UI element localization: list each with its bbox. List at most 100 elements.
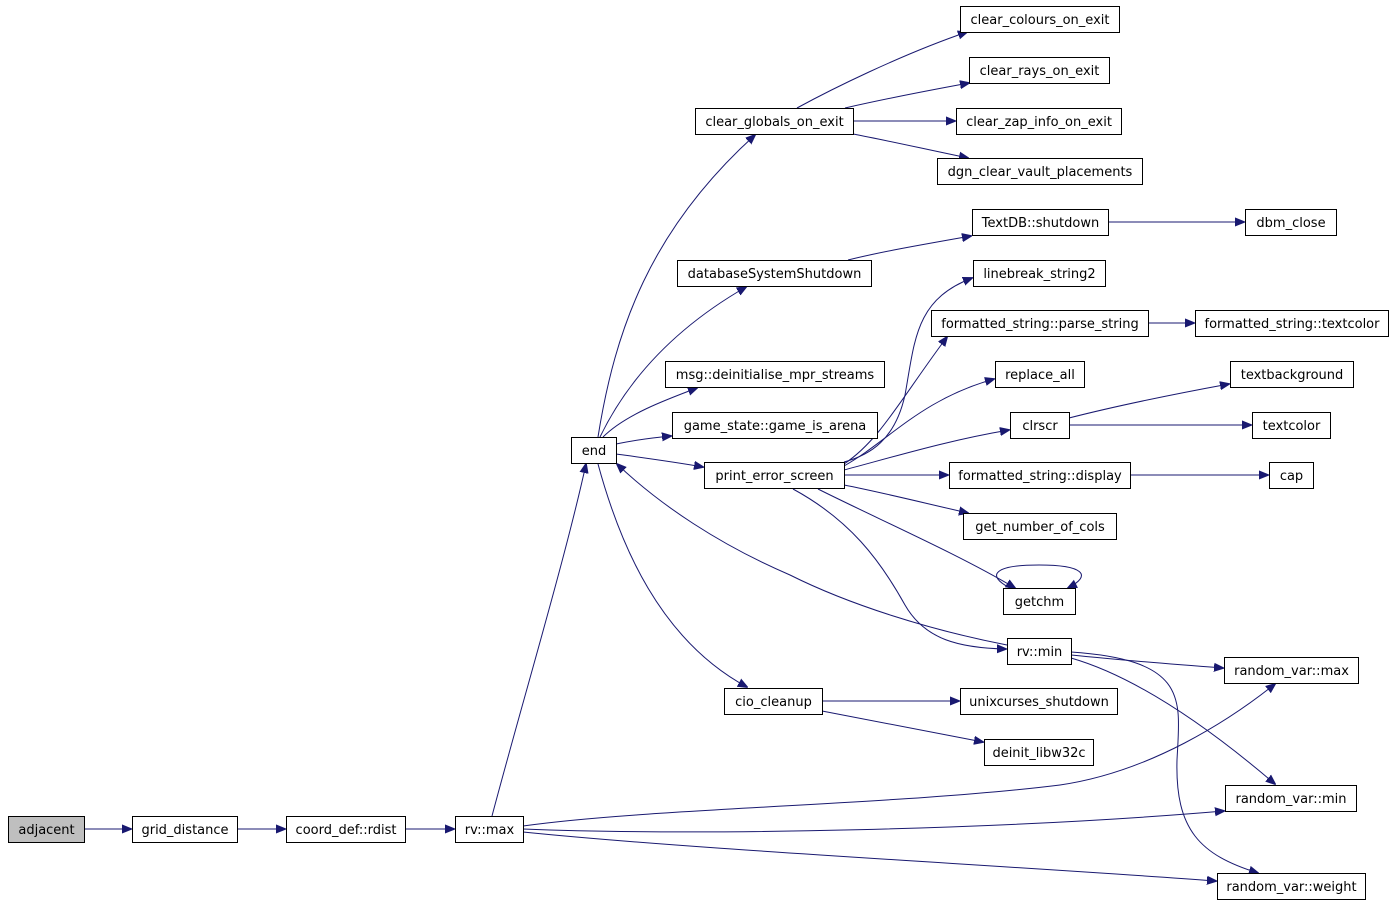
edge-cio_cleanup-to-deinit_libw32c — [821, 710, 983, 742]
node-label-coord_def_rdist: coord_def::rdist — [296, 823, 397, 838]
node-label-textdb_shutdown: TextDB::shutdown — [981, 216, 1099, 231]
node-clrscr[interactable]: clrscr — [1010, 412, 1070, 439]
edge-print_error_screen-to-linebreak_string2 — [843, 278, 972, 463]
node-box-clrscr — [1010, 412, 1070, 439]
edge-end-to-game_is_arena — [615, 436, 671, 445]
edge-print_error_screen-to-replace_all — [843, 379, 994, 467]
node-cio_cleanup[interactable]: cio_cleanup — [724, 688, 823, 715]
node-box-msg_deinitialise — [665, 361, 885, 388]
node-clear_zap_info_on_exit[interactable]: clear_zap_info_on_exit — [956, 108, 1122, 135]
edge-rv_min-to-random_var_weight — [1070, 651, 1258, 873]
node-label-clear_colours_on_exit: clear_colours_on_exit — [971, 13, 1110, 28]
edge-clear_globals_on_exit-to-clear_rays_on_exit — [844, 83, 969, 109]
edge-end-to-clear_globals_on_exit — [597, 135, 755, 438]
node-rv_max[interactable]: rv::max — [455, 816, 524, 843]
edges-layer — [84, 32, 1275, 881]
edge-print_error_screen-to-get_number_of_cols — [843, 484, 968, 513]
node-box-random_var_min — [1225, 785, 1357, 812]
node-dbm_close[interactable]: dbm_close — [1245, 209, 1337, 236]
node-fs_textcolor[interactable]: formatted_string::textcolor — [1195, 310, 1389, 337]
edge-rv_max-to-end — [491, 464, 586, 817]
node-grid_distance[interactable]: grid_distance — [132, 816, 238, 843]
node-label-random_var_max: random_var::max — [1234, 664, 1349, 679]
node-box-grid_distance — [132, 816, 238, 843]
node-label-fs_textcolor: formatted_string::textcolor — [1205, 317, 1381, 332]
node-random_var_weight[interactable]: random_var::weight — [1217, 873, 1366, 900]
node-box-print_error_screen — [704, 462, 845, 489]
node-random_var_min[interactable]: random_var::min — [1225, 785, 1357, 812]
node-label-linebreak_string2: linebreak_string2 — [983, 267, 1095, 282]
node-fs_parse_string[interactable]: formatted_string::parse_string — [931, 310, 1149, 337]
node-random_var_max[interactable]: random_var::max — [1224, 657, 1359, 684]
node-label-grid_distance: grid_distance — [141, 823, 228, 838]
node-end[interactable]: end — [571, 437, 617, 464]
node-box-random_var_weight — [1217, 873, 1366, 900]
edge-end-to-cio_cleanup — [597, 463, 747, 687]
node-getchm[interactable]: getchm — [1003, 588, 1076, 615]
node-label-rv_min: rv::min — [1017, 645, 1063, 660]
edge-end-to-msg_deinitialise — [602, 388, 697, 438]
node-linebreak_string2[interactable]: linebreak_string2 — [973, 260, 1106, 287]
node-clear_globals_on_exit[interactable]: clear_globals_on_exit — [695, 108, 854, 135]
node-label-getchm: getchm — [1015, 595, 1064, 610]
nodes-layer: adjacent grid_distance coord_def::rdist rv:… — [8, 6, 1389, 900]
node-box-rv_max — [455, 816, 524, 843]
node-rv_min[interactable]: rv::min — [1007, 638, 1072, 665]
edge-end-to-print_error_screen — [615, 453, 703, 467]
node-label-clear_globals_on_exit: clear_globals_on_exit — [705, 115, 843, 130]
node-box-cap — [1269, 462, 1314, 489]
node-box-adjacent — [8, 816, 85, 843]
node-databaseSystemShutdown[interactable]: databaseSystemShutdown — [677, 260, 872, 287]
node-box-clear_zap_info_on_exit — [956, 108, 1122, 135]
node-clear_colours_on_exit[interactable]: clear_colours_on_exit — [960, 6, 1120, 33]
node-label-cap: cap — [1280, 469, 1303, 484]
node-deinit_libw32c[interactable]: deinit_libw32c — [984, 739, 1094, 766]
node-clear_rays_on_exit[interactable]: clear_rays_on_exit — [969, 57, 1110, 84]
node-fs_display[interactable]: formatted_string::display — [949, 462, 1131, 489]
node-adjacent[interactable]: adjacent — [8, 816, 85, 843]
edge-rv_min-to-end — [617, 464, 1008, 646]
edge-print_error_screen-to-clrscr — [843, 430, 1009, 471]
node-box-dbm_close — [1245, 209, 1337, 236]
node-textcolor[interactable]: textcolor — [1252, 412, 1331, 439]
edge-end-to-databaseSystemShutdown — [599, 287, 746, 438]
edge-rv_max-to-random_var_max — [522, 684, 1275, 827]
node-box-coord_def_rdist — [286, 816, 406, 843]
node-box-clear_globals_on_exit — [695, 108, 854, 135]
node-game_is_arena[interactable]: game_state::game_is_arena — [672, 412, 878, 439]
node-label-msg_deinitialise: msg::deinitialise_mpr_streams — [676, 368, 875, 383]
node-label-databaseSystemShutdown: databaseSystemShutdown — [688, 267, 862, 282]
node-msg_deinitialise[interactable]: msg::deinitialise_mpr_streams — [665, 361, 885, 388]
node-cap[interactable]: cap — [1269, 462, 1314, 489]
node-dgn_clear_vault_placements[interactable]: dgn_clear_vault_placements — [937, 158, 1143, 185]
node-box-databaseSystemShutdown — [677, 260, 872, 287]
node-unixcurses_shutdown[interactable]: unixcurses_shutdown — [960, 688, 1118, 715]
edge-rv_min-to-random_var_min — [1070, 657, 1275, 784]
edge-print_error_screen-to-rv_min — [792, 488, 1006, 649]
node-box-textdb_shutdown — [972, 209, 1109, 236]
node-textdb_shutdown[interactable]: TextDB::shutdown — [972, 209, 1109, 236]
edge-print_error_screen-to-getchm — [817, 488, 1015, 588]
node-label-replace_all: replace_all — [1005, 368, 1075, 383]
edge-clrscr-to-textbackground — [1068, 384, 1229, 419]
node-label-get_number_of_cols: get_number_of_cols — [975, 520, 1105, 535]
node-replace_all[interactable]: replace_all — [995, 361, 1085, 388]
node-coord_def_rdist[interactable]: coord_def::rdist — [286, 816, 406, 843]
node-box-textbackground — [1230, 361, 1354, 388]
node-print_error_screen[interactable]: print_error_screen — [704, 462, 845, 489]
edge-print_error_screen-to-fs_parse_string — [843, 337, 947, 465]
node-label-random_var_min: random_var::min — [1236, 792, 1347, 807]
node-box-dgn_clear_vault_placements — [937, 158, 1143, 185]
node-label-rv_max: rv::max — [465, 823, 515, 838]
node-box-random_var_max — [1224, 657, 1359, 684]
edge-rv_max-to-random_var_min — [522, 811, 1224, 833]
node-textbackground[interactable]: textbackground — [1230, 361, 1354, 388]
node-label-clear_rays_on_exit: clear_rays_on_exit — [980, 64, 1100, 79]
node-box-clear_rays_on_exit — [969, 57, 1110, 84]
node-label-textbackground: textbackground — [1241, 368, 1344, 383]
node-box-unixcurses_shutdown — [960, 688, 1118, 715]
node-label-adjacent: adjacent — [18, 823, 74, 838]
node-box-end — [571, 437, 617, 464]
node-get_number_of_cols[interactable]: get_number_of_cols — [963, 513, 1117, 540]
